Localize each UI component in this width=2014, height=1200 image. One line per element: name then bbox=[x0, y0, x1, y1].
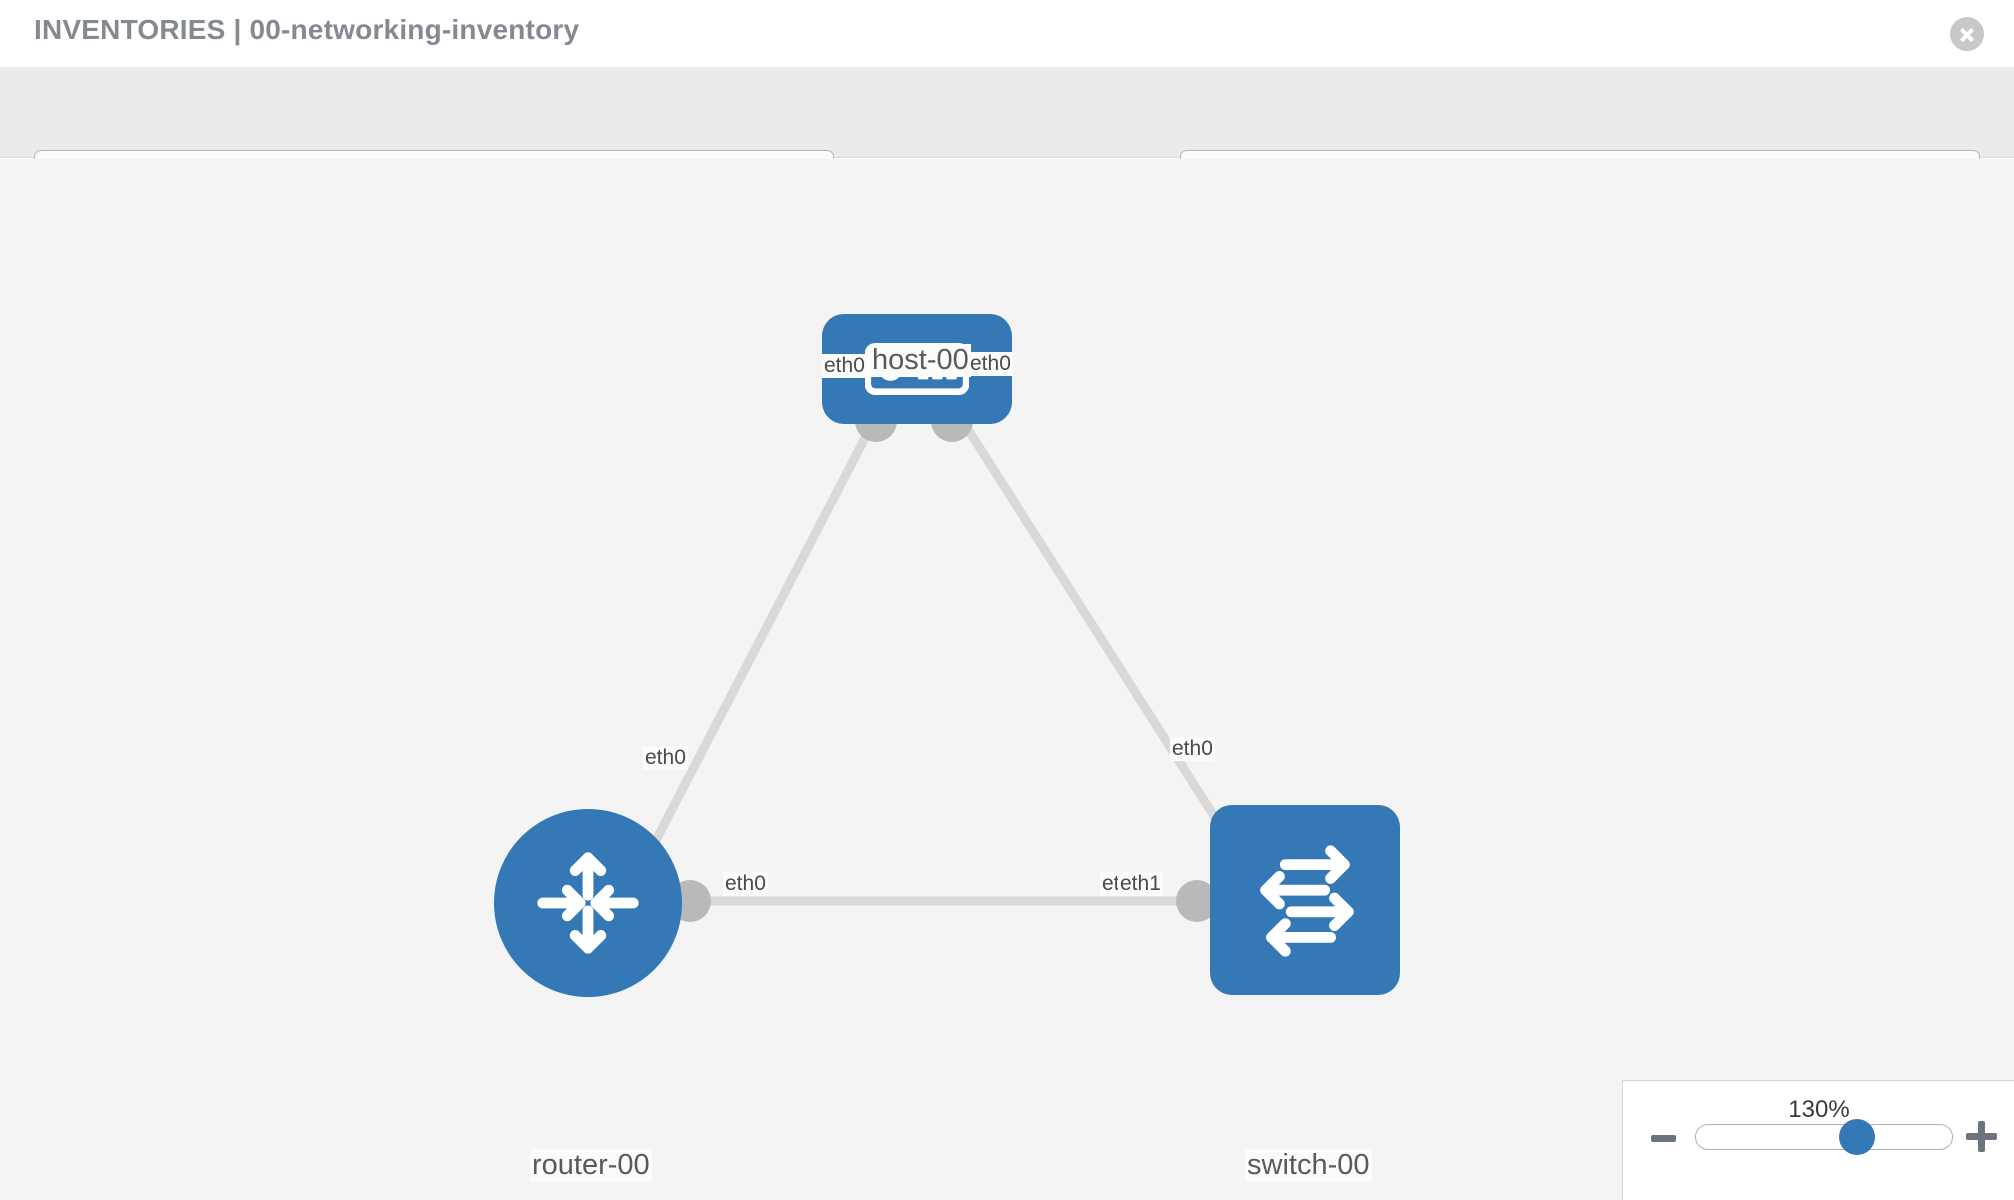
port-label-host-left: eth0 bbox=[822, 354, 867, 378]
port-label-host-right: eth0 bbox=[968, 352, 1013, 376]
close-icon[interactable] bbox=[1950, 17, 1984, 51]
port-label-router-uplink: eth0 bbox=[643, 746, 688, 770]
node-label-router-00: router-00 bbox=[530, 1149, 652, 1182]
link-host-switch bbox=[951, 406, 1239, 852]
node-label-switch-00: switch-00 bbox=[1245, 1149, 1372, 1182]
zoom-in-button[interactable] bbox=[1966, 1121, 1997, 1152]
zoom-out-button[interactable] bbox=[1651, 1135, 1676, 1142]
page-header: INVENTORIES | 00-networking-inventory bbox=[0, 0, 2014, 68]
port-label-switch-uplink: eth0 bbox=[1170, 737, 1215, 761]
switch-arrows-icon bbox=[1260, 845, 1354, 957]
zoom-slider-thumb[interactable] bbox=[1839, 1119, 1876, 1155]
zoom-control-panel: 130% bbox=[1622, 1080, 2014, 1200]
topology-graph bbox=[636, 400, 1253, 922]
toolbar: ACTIONS SEARCH bbox=[0, 68, 2014, 204]
router-arrows-icon bbox=[537, 852, 639, 954]
port-label-router-eth0: eth0 bbox=[723, 872, 768, 896]
zoom-slider-track[interactable] bbox=[1695, 1124, 1953, 1150]
node-label-host-00: host-00 bbox=[870, 344, 971, 377]
page-title: INVENTORIES | 00-networking-inventory bbox=[34, 14, 580, 45]
connector-switch-left bbox=[1176, 880, 1218, 922]
node-router-00[interactable] bbox=[494, 809, 682, 997]
zoom-level-value: 130% bbox=[1788, 1096, 1850, 1123]
node-switch-00[interactable] bbox=[1210, 805, 1400, 995]
topology-canvas[interactable]: host-00 router-00 switch-00 eth0 eth0 et… bbox=[0, 159, 2014, 1200]
link-host-router bbox=[636, 406, 884, 874]
port-label-switch-eth1: eth1 bbox=[1118, 872, 1163, 896]
